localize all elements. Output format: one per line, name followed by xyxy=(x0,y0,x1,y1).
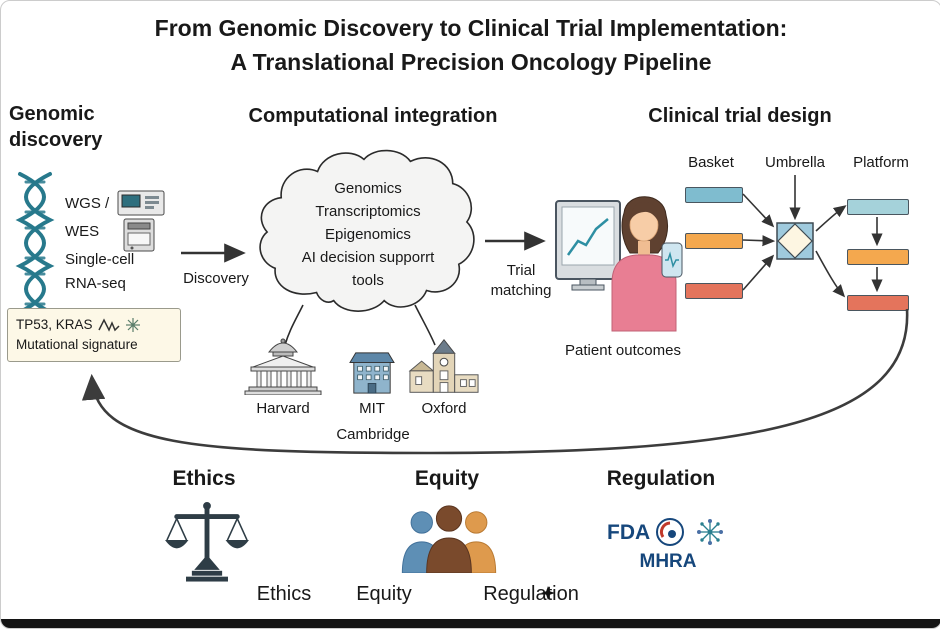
cloud-text: Genomics Transcriptomics Epigenomics AI … xyxy=(253,177,483,292)
star-sparkle-icon xyxy=(541,586,555,600)
heading-regulation: Regulation xyxy=(606,467,716,490)
trial-design-arrows xyxy=(679,151,931,331)
footer-equity: Equity xyxy=(356,583,412,605)
sparkle-icon xyxy=(125,317,141,333)
cloud-line-ai: AI decision supporrt xyxy=(301,249,435,266)
footer-regulation: Regulation xyxy=(483,583,579,605)
mutation-genes-label: TP53, KRAS xyxy=(16,317,93,332)
label-mit: MIT xyxy=(359,400,385,417)
platform-arm-orange-bar xyxy=(847,249,909,265)
patient-illustration xyxy=(553,183,685,333)
title-line-1: From Genomic Discovery to Clinical Trial… xyxy=(154,15,788,41)
label-basket: Basket xyxy=(688,154,734,171)
sequencer-icon xyxy=(117,190,165,216)
heading-equity: Equity xyxy=(414,467,480,490)
basket-arm-teal-bar xyxy=(685,187,743,203)
scales-of-justice-icon xyxy=(163,501,251,583)
basket-arm-orange-bar xyxy=(685,233,743,249)
computation-cloud: Genomics Transcriptomics Epigenomics AI … xyxy=(253,145,483,319)
harvard-building-icon xyxy=(233,337,333,395)
figure-title: From Genomic Discovery to Clinical Trial… xyxy=(1,11,940,79)
basket-arm-salmon-bar xyxy=(685,283,743,299)
cloud-line-transcriptomics: Transcriptomics xyxy=(315,203,421,220)
heading-ethics: Ethics xyxy=(172,467,236,490)
fda-emblem-icon xyxy=(655,517,685,547)
trial-matching-arrow xyxy=(483,231,551,251)
dna-helix-icon xyxy=(9,171,61,319)
heading-computational-integration: Computational integration xyxy=(248,105,498,127)
cloud-line-epigenomics: Epigenomics xyxy=(325,226,411,243)
trial-matching-label: Trial matching xyxy=(490,262,552,299)
label-rna-seq: RNA-seq xyxy=(65,275,126,292)
footer-ethics: Ethics xyxy=(256,583,312,605)
oxford-building-icon xyxy=(408,339,480,395)
network-sparkle-icon xyxy=(695,517,725,547)
label-single-cell: Single-cell xyxy=(65,251,135,268)
waveform-icon xyxy=(97,318,120,332)
label-wes: WES xyxy=(65,223,100,240)
mutation-signature-label: Mutational signature xyxy=(16,337,138,352)
cloud-line-genomics: Genomics xyxy=(334,180,402,197)
decision-diamond-icon xyxy=(776,222,814,260)
label-wgs: WGS / xyxy=(65,195,110,212)
fda-logo-text: FDA xyxy=(607,521,651,544)
discovery-arrow-label: Discovery xyxy=(183,270,249,287)
heading-clinical-trial-design: Clinical trial design xyxy=(648,105,832,127)
analyzer-icon xyxy=(123,218,155,252)
label-cambridge: Cambridge xyxy=(336,426,410,443)
cloud-line-tools: tools xyxy=(352,272,384,289)
equity-people-icon xyxy=(393,503,505,573)
cloud-icon xyxy=(259,149,475,312)
label-umbrella: Umbrella xyxy=(764,154,825,171)
discovery-arrow xyxy=(179,243,251,263)
mit-building-icon xyxy=(348,351,396,395)
mutation-signature-box: TP53, KRAS Mutational signature xyxy=(7,308,181,362)
label-oxford: Oxford xyxy=(421,400,467,417)
heading-genomic-discovery: Genomic discovery xyxy=(9,103,103,151)
patient-outcomes-label: Patient outcomes xyxy=(565,342,681,359)
mhra-logo-text: MHRA xyxy=(639,551,697,572)
platform-arm-teal-bar xyxy=(847,199,909,215)
label-platform: Platform xyxy=(853,154,909,171)
label-harvard: Harvard xyxy=(256,400,310,417)
title-line-2: A Translational Precision Oncology Pipel… xyxy=(230,49,712,75)
bottom-divider-bar xyxy=(1,619,940,628)
